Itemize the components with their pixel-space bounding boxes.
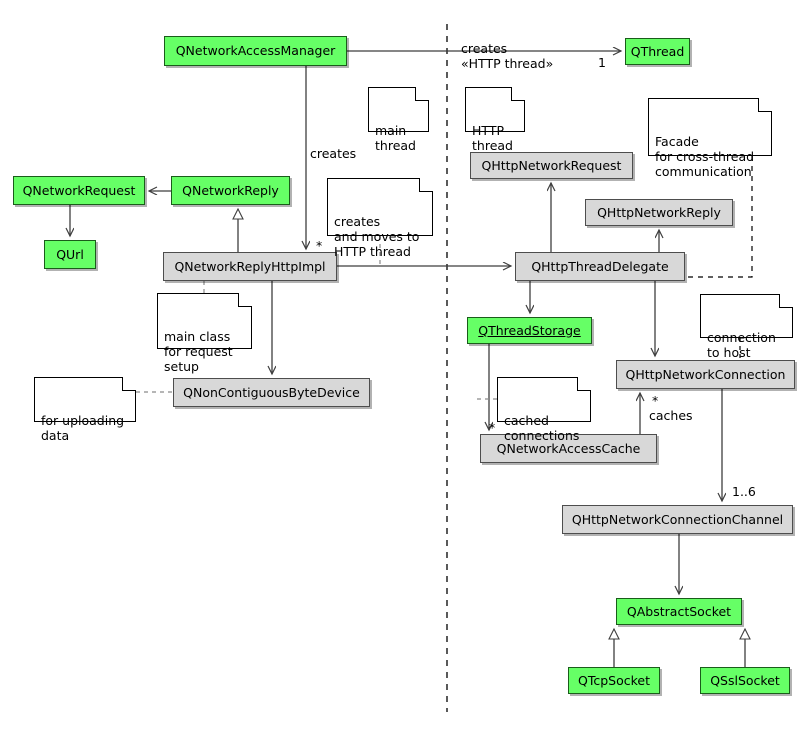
note-fold-icon: [415, 86, 429, 101]
class-label: QNetworkReplyHttpImpl: [174, 258, 326, 274]
note-main-thread: main thread: [368, 86, 429, 153]
note-facade: Facade for cross-thread communication: [648, 97, 772, 179]
class-qnetworkaccesscache[interactable]: QNetworkAccessCache: [480, 434, 657, 463]
class-qthreadstorage[interactable]: QThreadStorage: [467, 317, 592, 344]
class-qhttpthreaddelegate[interactable]: QHttpThreadDelegate: [515, 252, 685, 281]
class-label: QTcpSocket: [578, 672, 650, 688]
note-text: for uploading data: [41, 412, 125, 443]
note-text: Facade for cross-thread communication: [655, 133, 755, 180]
class-qurl[interactable]: QUrl: [44, 240, 96, 269]
class-qnetworkreplyhttpimpl[interactable]: QNetworkReplyHttpImpl: [163, 252, 337, 281]
note-fold-icon: [511, 86, 525, 101]
class-qhttpnetworkconnection[interactable]: QHttpNetworkConnection: [616, 360, 795, 389]
class-qtcpsocket[interactable]: QTcpSocket: [568, 667, 660, 694]
note-for-uploading-data: for uploading data: [34, 376, 136, 443]
note-fold-icon: [419, 177, 433, 192]
multiplicity-qthread: 1: [598, 55, 606, 70]
note-text: connection to host: [707, 329, 776, 360]
note-http-thread: HTTP thread: [465, 86, 525, 153]
multiplicity-caches: *: [652, 393, 659, 408]
class-label: QNonContiguousByteDevice: [183, 384, 360, 400]
note-cached-connections: cached connections: [497, 376, 591, 443]
class-label: QHttpNetworkConnection: [625, 366, 786, 382]
class-qhttpnetworkreply[interactable]: QHttpNetworkReply: [585, 199, 733, 226]
multiplicity-cache: *: [489, 420, 496, 435]
note-text: main class for request setup: [164, 328, 233, 375]
note-fold-icon: [758, 97, 772, 112]
note-text: cached connections: [504, 412, 580, 443]
multiplicity-channel: 1..6: [732, 484, 756, 499]
class-label: QNetworkAccessCache: [496, 440, 641, 456]
class-qhttpnetworkrequest[interactable]: QHttpNetworkRequest: [470, 152, 633, 179]
class-qnetworkrequest[interactable]: QNetworkRequest: [13, 176, 145, 205]
class-label: QAbstractSocket: [626, 603, 732, 619]
note-fold-icon: [577, 376, 591, 391]
class-label: QHttpNetworkRequest: [481, 157, 622, 173]
note-text: creates and moves to HTTP thread: [334, 213, 420, 260]
class-qnetworkreply[interactable]: QNetworkReply: [171, 176, 290, 205]
note-text: main thread: [375, 122, 416, 153]
class-label: QNetworkRequest: [22, 182, 136, 198]
note-text: HTTP thread: [472, 122, 513, 153]
class-qsslsocket[interactable]: QSslSocket: [700, 667, 790, 694]
note-fold-icon: [238, 292, 252, 307]
class-qthread[interactable]: QThread: [625, 38, 690, 65]
multiplicity-impl: *: [316, 238, 323, 253]
class-qabstractsocket[interactable]: QAbstractSocket: [616, 598, 742, 625]
class-label: QThreadStorage: [478, 322, 581, 338]
class-label: QNetworkAccessManager: [175, 43, 336, 59]
class-label: QNetworkReply: [182, 182, 279, 198]
class-label: QHttpNetworkReply: [597, 204, 721, 220]
class-label: QUrl: [56, 246, 84, 262]
class-label: QHttpNetworkConnectionChannel: [571, 511, 784, 527]
class-label: QThread: [630, 43, 685, 59]
note-fold-icon: [122, 376, 136, 391]
edge-label-caches: caches: [649, 408, 693, 423]
note-fold-icon: [779, 293, 793, 308]
note-main-class-for-request-setup: main class for request setup: [157, 292, 252, 374]
class-qhttpnetworkconnectionchannel[interactable]: QHttpNetworkConnectionChannel: [562, 505, 793, 534]
note-connection-to-host: connection to host: [700, 293, 793, 360]
class-label: QSslSocket: [710, 672, 780, 688]
class-qnoncontiguousbytedevice[interactable]: QNonContiguousByteDevice: [173, 378, 370, 407]
note-creates-and-moves: creates and moves to HTTP thread: [327, 177, 433, 259]
edge-label-creates-impl: creates: [310, 146, 357, 161]
class-qnetworkaccessmanager[interactable]: QNetworkAccessManager: [164, 36, 347, 66]
edge-label-creates-http-thread: creates «HTTP thread»: [461, 41, 554, 71]
class-label: QHttpThreadDelegate: [531, 258, 669, 274]
